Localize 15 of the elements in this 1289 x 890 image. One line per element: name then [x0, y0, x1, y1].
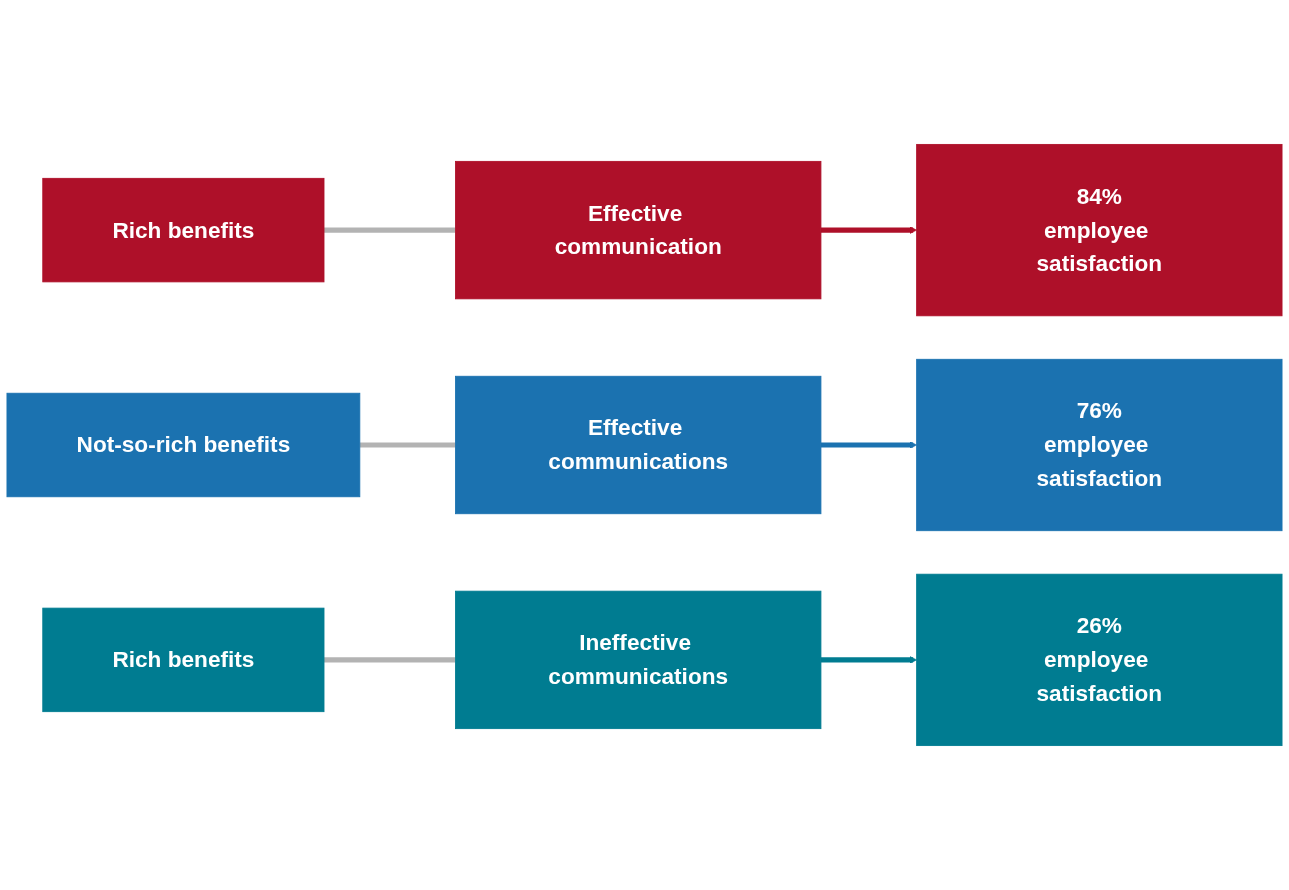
arrow: [820, 656, 917, 664]
connector: [324, 227, 456, 233]
node-box: Ineffective communications: [455, 590, 822, 730]
arrow: [820, 441, 917, 449]
node-box: Effective communication: [455, 160, 822, 300]
connector: [359, 442, 456, 448]
node-box: 26% employee satisfaction: [916, 573, 1283, 747]
node-box: Rich benefits: [42, 177, 325, 283]
arrow: [820, 226, 917, 234]
node-box: 84% employee satisfaction: [916, 143, 1283, 317]
connector: [324, 657, 456, 663]
node-box: Not-so-rich benefits: [6, 392, 361, 498]
node-box: 76% employee satisfaction: [916, 358, 1283, 532]
node-box: Effective communications: [455, 375, 822, 515]
node-box: Rich benefits: [42, 607, 325, 713]
